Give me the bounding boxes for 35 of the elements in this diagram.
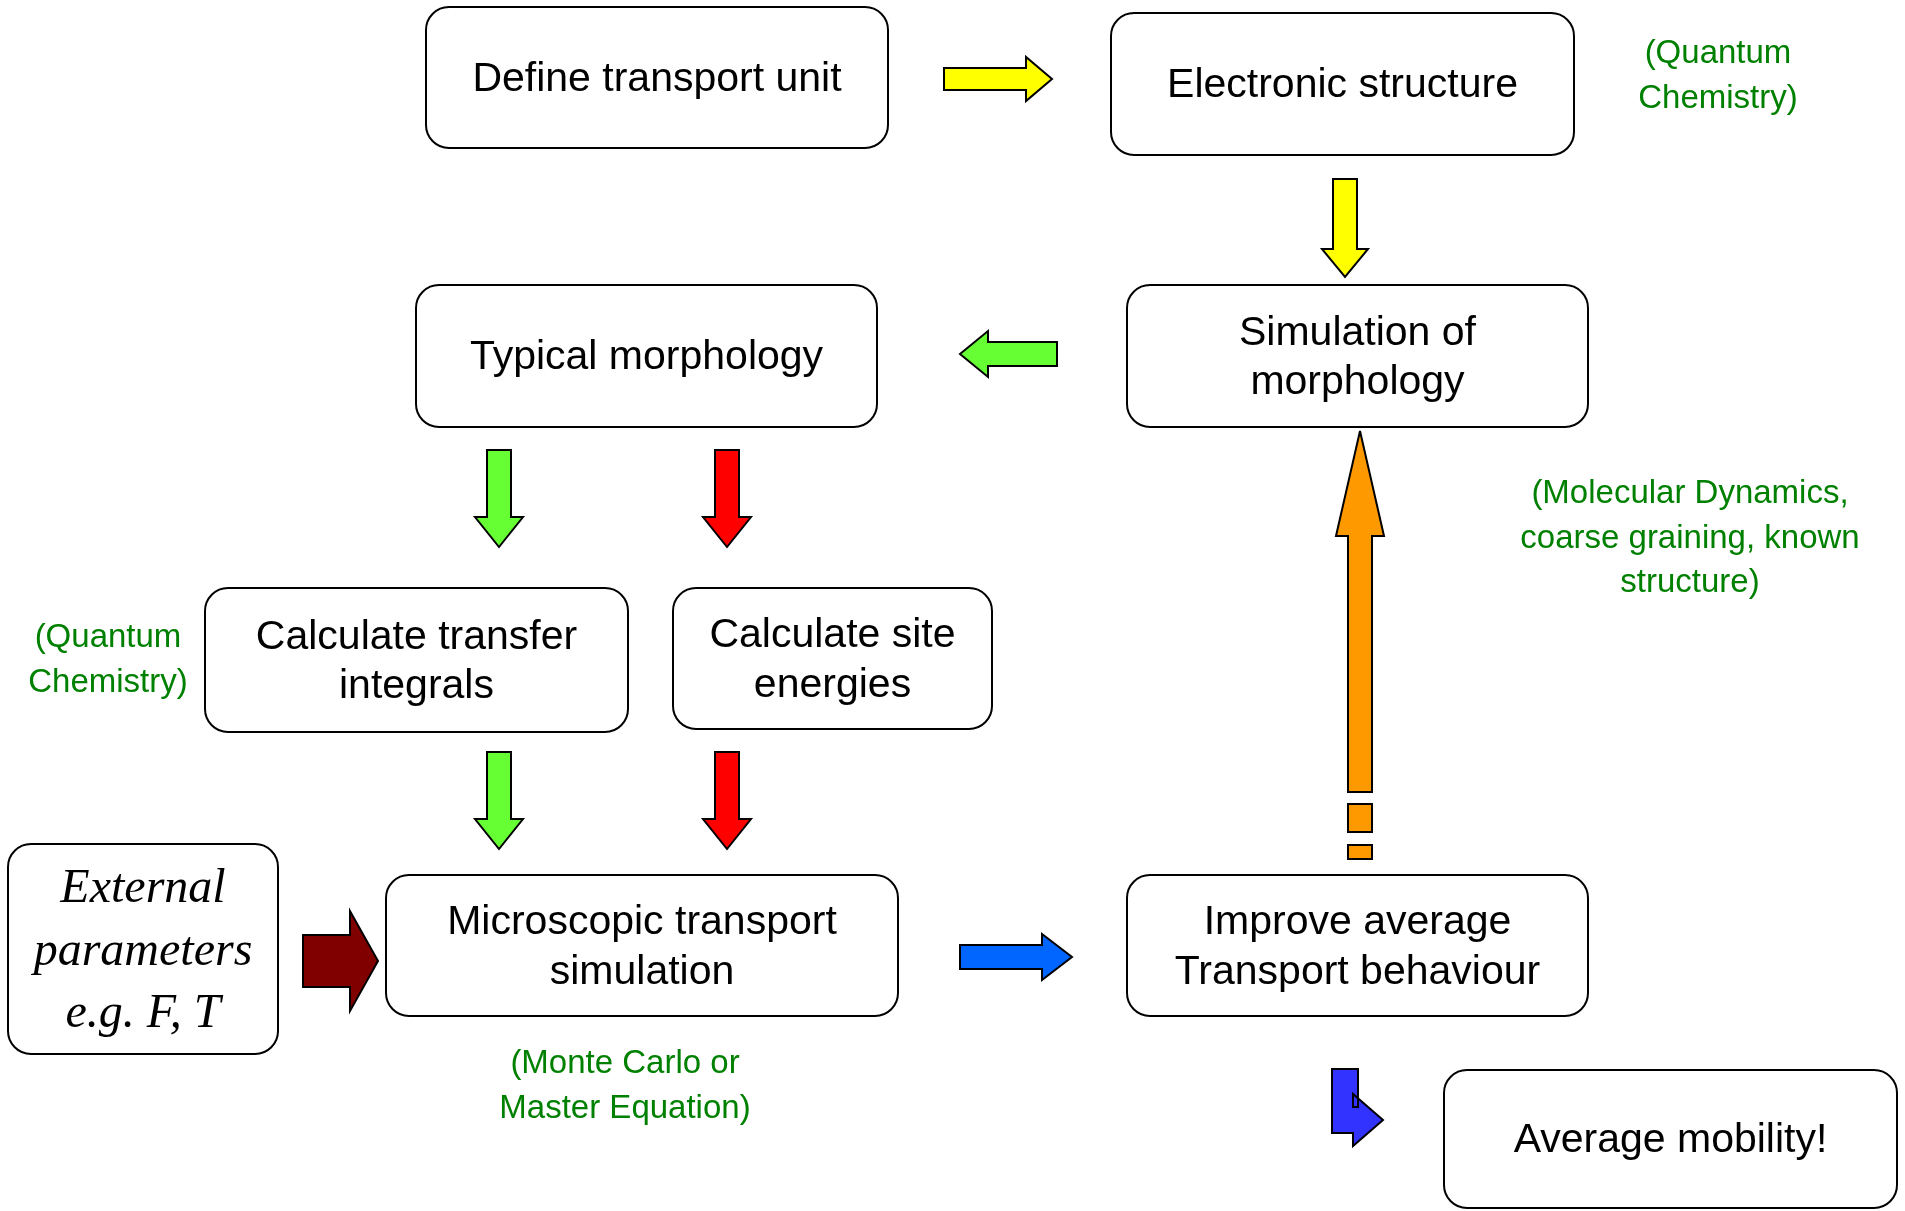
process-box bbox=[415, 284, 878, 428]
node-text: Calculate transfer integrals bbox=[254, 610, 579, 709]
block-arrow bbox=[1319, 178, 1371, 279]
process-box bbox=[1443, 1069, 1898, 1209]
process-box bbox=[1126, 874, 1589, 1017]
process-box bbox=[425, 6, 889, 149]
node-text: Average mobility! bbox=[1513, 1114, 1828, 1164]
annotation-note: (Quantum Chemistry) bbox=[1637, 32, 1799, 117]
process-box bbox=[7, 843, 279, 1055]
process-box bbox=[385, 874, 899, 1017]
node-text: Calculate site energies bbox=[708, 609, 957, 708]
process-box bbox=[204, 587, 629, 733]
block-arrow bbox=[958, 328, 1058, 380]
process-box bbox=[1126, 284, 1589, 428]
block-arrow bbox=[700, 751, 754, 851]
node-text: Electronic structure bbox=[1167, 59, 1518, 109]
annotation-note: (Molecular Dynamics, coarse graining, known structure) bbox=[1519, 472, 1861, 602]
block-arrow bbox=[472, 449, 526, 549]
block-arrow bbox=[700, 449, 754, 549]
block-arrow bbox=[943, 54, 1054, 104]
block-arrow bbox=[959, 931, 1074, 983]
process-box bbox=[1110, 12, 1575, 156]
node-text: Improve average Transport behaviour bbox=[1173, 896, 1542, 995]
block-arrow bbox=[472, 751, 526, 851]
node-text: Typical morphology bbox=[469, 331, 824, 381]
process-box bbox=[672, 587, 993, 730]
node-text: Simulation of morphology bbox=[1238, 306, 1477, 405]
node-text: Microscopic transport simulation bbox=[446, 896, 838, 995]
block-arrow bbox=[302, 907, 380, 1015]
node-text: External parameters e.g. F, T bbox=[30, 858, 254, 1040]
annotation-note: (Quantum Chemistry) bbox=[27, 616, 189, 701]
block-arrow bbox=[1334, 430, 1386, 860]
node-text: Define transport unit bbox=[472, 52, 842, 102]
annotation-note: (Monte Carlo or Master Equation) bbox=[498, 1042, 752, 1127]
block-arrow bbox=[1331, 1068, 1385, 1149]
